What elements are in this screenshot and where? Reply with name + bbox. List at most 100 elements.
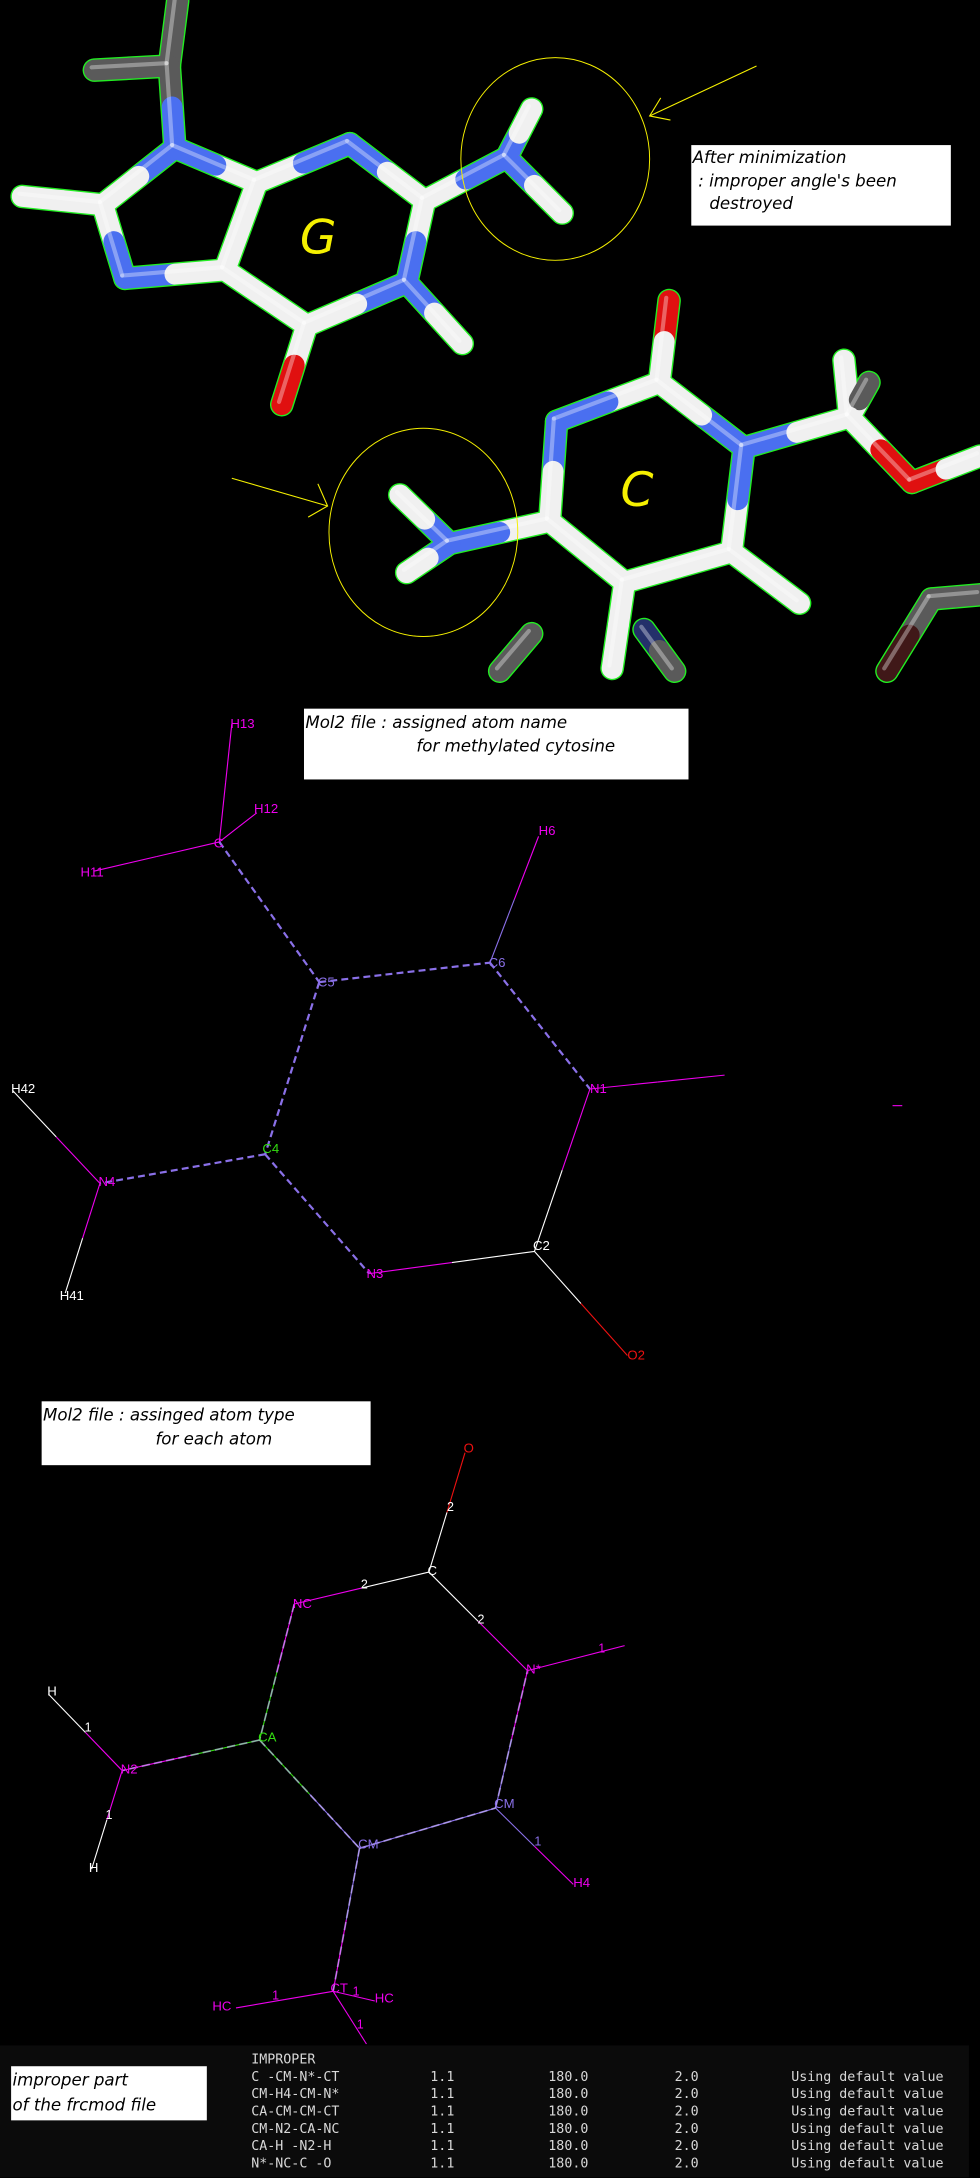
stick-bond (271, 354, 305, 416)
cell-phase: 180.0 (548, 2087, 588, 2102)
stick-bond (389, 484, 436, 530)
atom-label-c2: C2 (533, 1238, 550, 1253)
atom-label-c5: C5 (318, 974, 335, 989)
stick-highlight (394, 490, 450, 543)
stick-highlight (164, 0, 177, 66)
dashed-bond (264, 981, 321, 1155)
stick-bond (833, 349, 858, 400)
bond (55, 1136, 101, 1184)
atom-label-h13: H13 (230, 716, 254, 731)
cell-periodicity: 2.0 (675, 2105, 699, 2120)
bond (575, 1645, 625, 1659)
atom-label-hc-right: HC (375, 1990, 395, 2005)
bond-order-label: 2 (447, 1500, 454, 1514)
bond (12, 1090, 57, 1138)
cell-comment: Using default value (791, 2139, 943, 2154)
stick-bond (424, 302, 473, 355)
atom-label-c6: C6 (489, 955, 506, 970)
stick-bond (945, 584, 980, 608)
stick-highlight (494, 628, 531, 671)
annotation-box-atom-types: Mol2 file : assinged atom type for each … (41, 1401, 371, 1466)
cell-comment: Using default value (791, 2070, 943, 2085)
cell-periodicity: 2.0 (675, 2122, 699, 2137)
stick-model (10, 0, 980, 683)
stick-highlight (726, 546, 799, 603)
bond (589, 1081, 658, 1090)
stick-highlight (164, 61, 175, 148)
stick-bond (164, 137, 227, 176)
improper-header: IMPROPER (251, 2052, 316, 2067)
bond (580, 1303, 628, 1356)
bond (489, 899, 515, 963)
cell-atoms: CA-H -N2-H (251, 2139, 331, 2154)
bond-order-label: 2 (361, 1578, 368, 1592)
atom-label-c: C (214, 835, 224, 850)
bond (94, 855, 157, 872)
atom-label-h11: H11 (81, 865, 104, 880)
stick-bond (935, 445, 980, 480)
stick-bond (396, 547, 439, 584)
stick-highlight (607, 577, 624, 668)
stick-bond (214, 259, 277, 309)
bond (284, 1990, 334, 2001)
bond-lines (12, 723, 725, 1356)
bond (332, 1990, 351, 2018)
dashed-bond (218, 841, 321, 983)
stick-highlight (17, 191, 103, 205)
stick-highlight (89, 61, 169, 70)
bond (477, 1620, 528, 1672)
stick-highlight (97, 199, 125, 278)
note-line: destroyed (709, 194, 793, 213)
bond (533, 1170, 563, 1252)
stick-bond (83, 57, 143, 81)
bond (259, 1739, 310, 1795)
atom-label-n4: N4 (99, 1174, 116, 1189)
atom-label-nc: NC (293, 1596, 313, 1611)
stick-bond (755, 567, 810, 614)
annotation-box-atom-names: Mol2 file : assigned atom name for methy… (303, 708, 689, 780)
atom-name-diagram: Mol2 file : assigned atom name for methy… (11, 708, 903, 1363)
annotation-box-minimization: After minimization : improper angle's be… (691, 145, 951, 226)
bond (534, 1251, 582, 1304)
stick-bond (524, 174, 573, 224)
bond-order-label: 1 (272, 1989, 279, 2003)
bond (428, 1512, 448, 1573)
stick-highlight (844, 377, 869, 417)
atom-label-n2: N2 (121, 1761, 138, 1776)
stick-highlight (97, 143, 175, 205)
dashed-bond (359, 1807, 496, 1850)
stick-highlight (344, 138, 425, 200)
cell-comment: Using default value (791, 2157, 943, 2172)
bond (369, 1261, 452, 1275)
arrow-icon (231, 477, 329, 518)
bond (218, 826, 239, 843)
stick-highlight (276, 320, 307, 404)
stick-highlight (619, 546, 731, 582)
bond (190, 1739, 260, 1756)
stick-highlight (251, 138, 350, 182)
stick-highlight (654, 295, 669, 382)
cell-barrier: 1.1 (430, 2105, 454, 2120)
cell-atoms: CM-N2-CA-NC (251, 2122, 339, 2137)
atom-label-cm-right: CM (494, 1796, 515, 1811)
bond (495, 1807, 535, 1847)
stick-highlight (544, 516, 624, 582)
bond (353, 1995, 375, 2002)
atom-label-ct: CT (330, 1981, 348, 1996)
stick-bond (876, 624, 920, 682)
bond (345, 1848, 361, 1920)
atom-label-c: C (428, 1563, 438, 1578)
atom-label-h4: H4 (573, 1875, 590, 1890)
atom-label-h41: H41 (60, 1288, 84, 1303)
stick-highlight (726, 442, 744, 552)
note-line: : improper angle's been (698, 172, 897, 191)
bond (446, 1452, 466, 1513)
stick-bonds (11, 0, 980, 682)
bond (513, 836, 540, 900)
bond (156, 841, 220, 858)
stick-highlight (839, 355, 849, 417)
bond (332, 1919, 347, 1992)
